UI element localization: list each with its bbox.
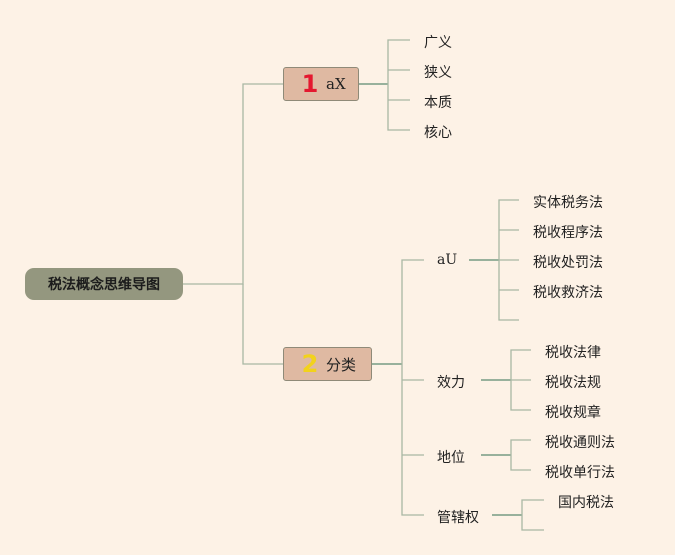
leaf-node[interactable]: 核心 [424,125,452,141]
sub-node[interactable]: aU [437,252,458,268]
number-two-icon: 2 [301,350,319,378]
connector-au-leaves [498,199,519,321]
connector-diwei-leaves [510,439,531,471]
root-label: 税法概念思维导图 [48,277,160,293]
leaf-node[interactable]: 狭义 [424,65,452,81]
sub-node[interactable]: 地位 [437,450,465,466]
branch-label: 分类 [326,355,357,374]
leaf-node[interactable]: 广义 [424,35,452,51]
connector-branch1-leaves [387,39,410,131]
connector-root-branch2 [242,284,283,365]
leaf-node[interactable]: 本质 [424,95,452,111]
leaf-node[interactable]: 国内税法 [558,495,614,511]
branch-label: aX [326,75,346,93]
connector-root-branch1 [183,83,283,285]
branch-node-1[interactable]: 1 aX [283,67,359,101]
leaf-node[interactable]: 税收法规 [545,375,601,391]
leaf-node[interactable]: 税收单行法 [545,465,615,481]
leaf-node[interactable]: 税收规章 [545,405,601,421]
number-one-icon: 1 [301,70,319,98]
leaf-node[interactable]: 税收处罚法 [533,255,603,271]
leaf-node[interactable]: 实体税务法 [533,195,603,211]
leaf-node[interactable]: 税收救济法 [533,285,603,301]
connector-guanxia-leaves [521,499,544,531]
leaf-node[interactable]: 税收法律 [545,345,601,361]
leaf-node[interactable]: 税收通则法 [545,435,615,451]
branch-node-2[interactable]: 2 分类 [283,347,372,381]
connector-xiaoli-leaves [510,349,531,411]
root-node[interactable]: 税法概念思维导图 [25,268,183,300]
connector-branch2-sub [401,259,424,516]
leaf-node[interactable]: 税收程序法 [533,225,603,241]
sub-node[interactable]: 管辖权 [437,510,479,526]
sub-node[interactable]: 效力 [437,375,465,391]
